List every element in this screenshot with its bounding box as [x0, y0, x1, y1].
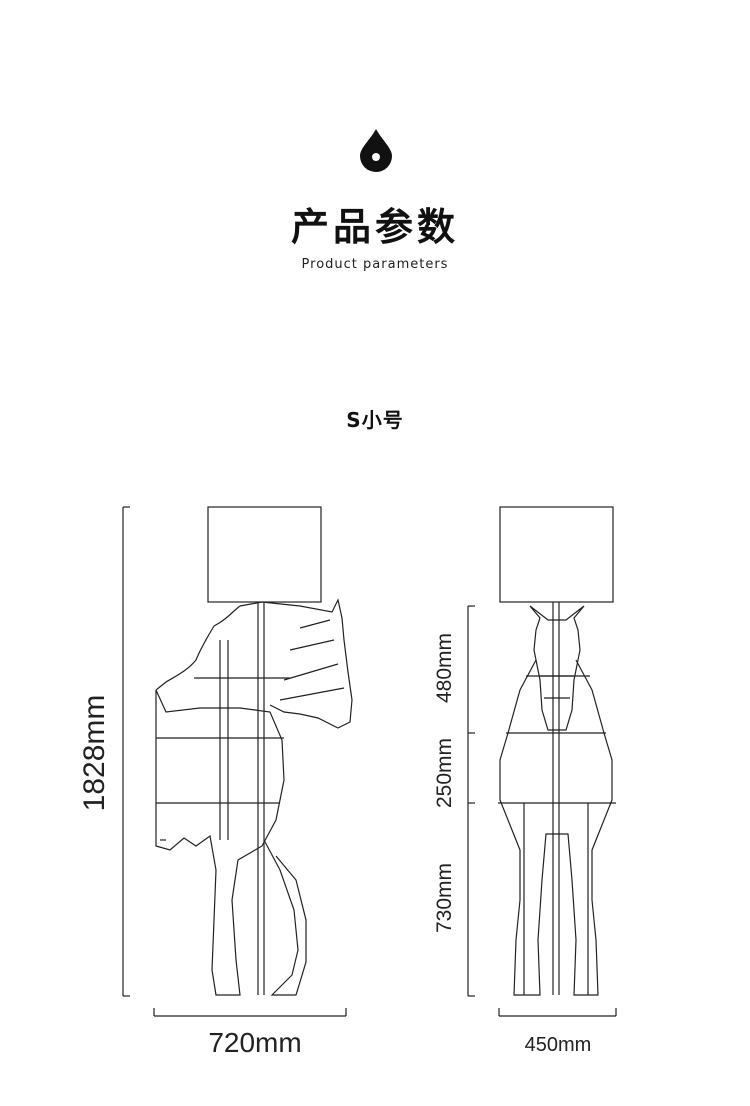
front-width-bracket [498, 1008, 617, 1017]
upper-height-label: 480mm [433, 632, 456, 704]
page-title: 产品参数 [290, 205, 459, 249]
front-view-lamp [498, 506, 616, 996]
front-width-label: 450mm [524, 1034, 592, 1056]
side-width-bracket [153, 1008, 347, 1017]
water-drop-icon [360, 129, 392, 172]
side-lampshade [207, 506, 322, 603]
side-view-lamp [155, 506, 353, 996]
front-height-brackets [467, 605, 475, 997]
size-variant-label: S小号 [346, 408, 404, 432]
total-height-bracket [122, 506, 130, 997]
middle-height-label: 250mm [433, 737, 456, 809]
side-width-label: 720mm [208, 1027, 302, 1058]
front-lampshade [499, 506, 614, 603]
page-subtitle: Product parameters [301, 257, 449, 272]
total-height-label: 1828mm [78, 694, 111, 812]
lower-height-label: 730mm [433, 862, 456, 934]
